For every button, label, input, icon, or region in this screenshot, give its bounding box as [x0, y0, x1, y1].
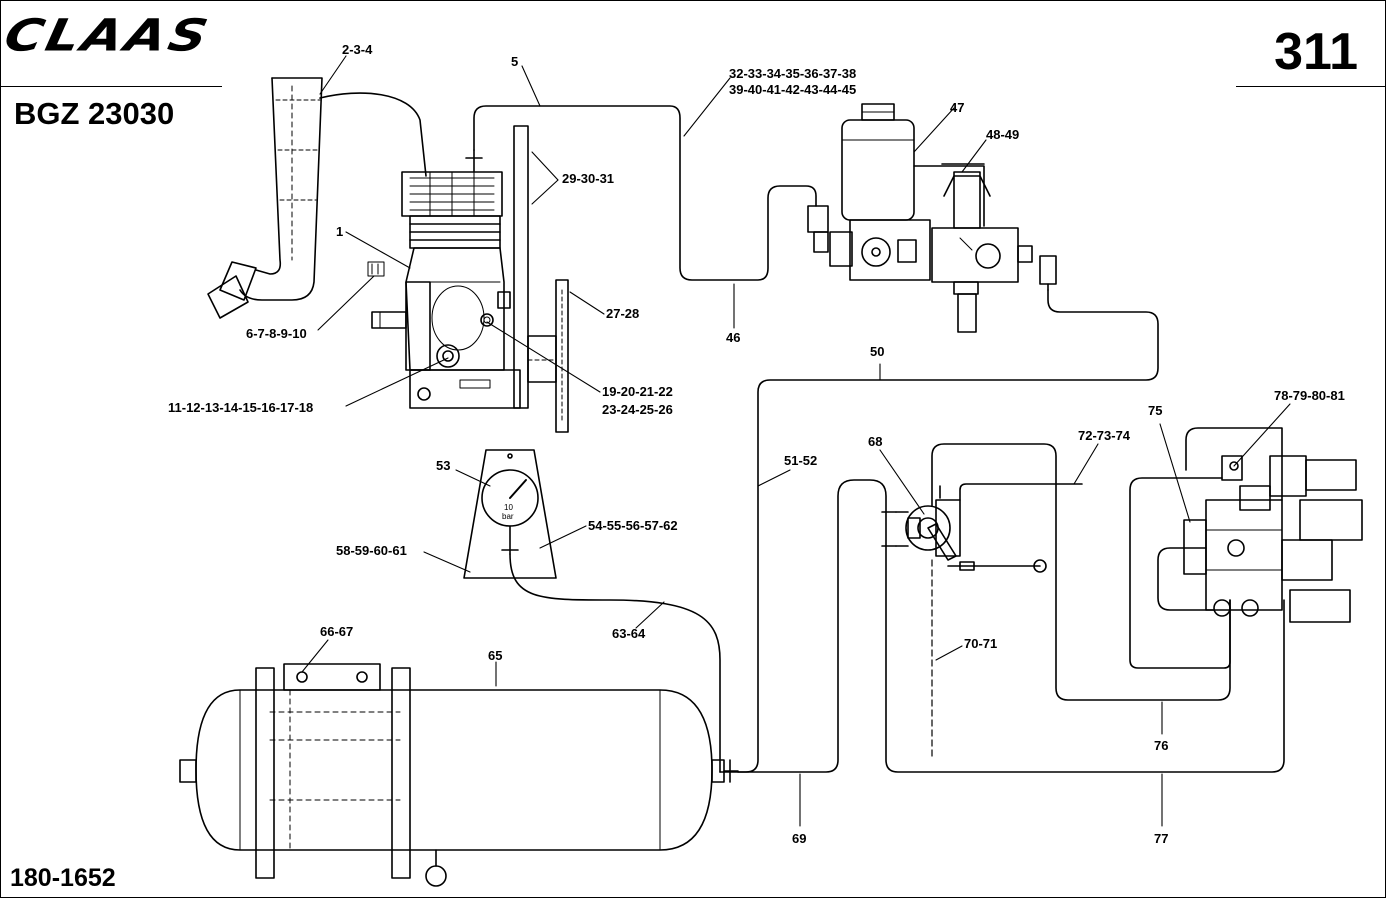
callout-11-18: 11-12-13-14-15-16-17-18: [168, 400, 314, 415]
callout-58-61: 58-59-60-61: [336, 543, 407, 558]
callout-69: 69: [792, 831, 807, 846]
air-intake-hose: [207, 77, 323, 319]
gauge-line-63-64: [509, 553, 721, 773]
callout-29-30-31: 29-30-31: [562, 171, 615, 186]
callout-47: 47: [950, 100, 965, 115]
mounting-bracket: [513, 125, 569, 433]
gauge-unit: bar: [502, 512, 514, 521]
callout-1: 1: [336, 224, 344, 239]
callout-54-62: 54-55-56-57-62: [588, 518, 678, 533]
callout-46: 46: [726, 330, 741, 345]
callout-50: 50: [870, 344, 885, 359]
callout-2-3-4: 2-3-4: [342, 42, 373, 57]
callout-27-28: 27-28: [606, 306, 640, 321]
callout-19-22: 19-20-21-22: [602, 384, 673, 399]
callout-6-10: 6-7-8-9-10: [246, 326, 307, 341]
callout-65: 65: [488, 648, 503, 663]
trailer-valve-loop: [1129, 477, 1231, 669]
callout-5: 5: [511, 54, 519, 69]
line-76: [931, 443, 1231, 701]
callout-68: 68: [868, 434, 883, 449]
trailer-valve-loop-inner: [1157, 547, 1215, 611]
model-code: BGZ 23030: [14, 96, 175, 131]
air-dryer: [807, 103, 931, 281]
document-number: 180-1652: [10, 864, 116, 892]
callout-72-74: 72-73-74: [1078, 428, 1131, 443]
pipe-5: [473, 105, 817, 281]
header-divider-right: [1236, 86, 1386, 87]
callout-51-52: 51-52: [784, 453, 818, 468]
trailer-brake-valve: [1183, 455, 1363, 623]
callout-66-67: 66-67: [320, 624, 354, 639]
trailer-valve-top-loop: [1185, 427, 1283, 501]
pressure-regulator: [913, 163, 1057, 333]
gauge-panel: [463, 449, 557, 579]
gauge-value: 10: [504, 503, 513, 512]
pipe-50: [719, 289, 1159, 773]
hose-2-3-4: [319, 92, 427, 177]
callout-32-38: 32-33-34-35-36-37-38: [729, 66, 857, 81]
callout-78-81: 78-79-80-81: [1274, 388, 1345, 403]
air-compressor: [371, 149, 521, 409]
page-number: 311: [1274, 23, 1358, 81]
callout-76: 76: [1154, 738, 1169, 753]
callout-23-26: 23-24-25-26: [602, 402, 673, 417]
air-receiver-tank: [179, 663, 739, 887]
callout-77: 77: [1154, 831, 1169, 846]
leader-lines: [301, 55, 1291, 827]
control-line-72-74: [959, 483, 1083, 501]
callout-70-71: 70-71: [964, 636, 998, 651]
brake-valve: [881, 485, 1047, 573]
header-divider-left: [0, 86, 222, 87]
callout-53: 53: [436, 458, 451, 473]
callout-48-49: 48-49: [986, 127, 1020, 142]
clamp-parts-6-10: [367, 261, 385, 277]
callout-63-64: 63-64: [612, 626, 646, 641]
callout-39-45: 39-40-41-42-43-44-45: [729, 82, 857, 97]
pipe-69: [737, 479, 1285, 773]
callout-75: 75: [1148, 403, 1163, 418]
